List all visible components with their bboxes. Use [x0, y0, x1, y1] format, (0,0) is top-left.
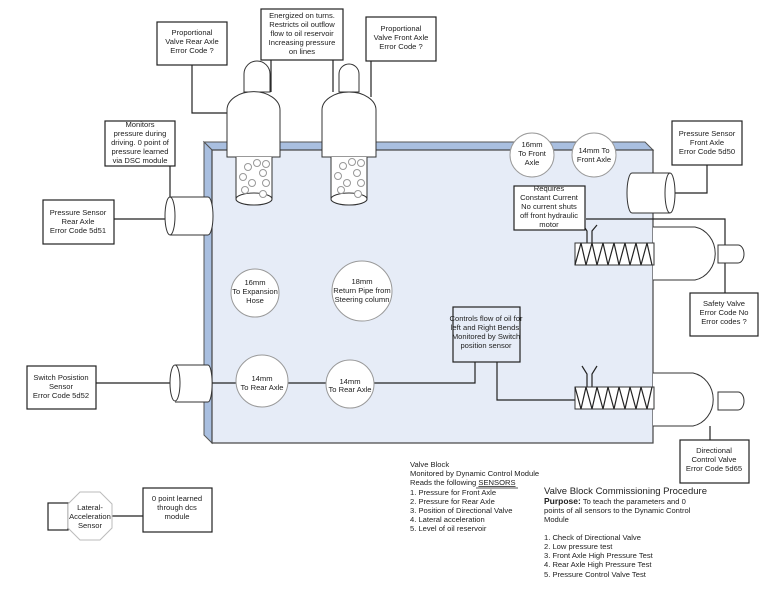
directional-valve: [574, 365, 745, 427]
svg-text:2. Low pressure test: 2. Low pressure test: [544, 542, 613, 551]
pressure-sensor-rear-cylinder: [164, 196, 214, 236]
svg-text:1. Pressure for Front Axle: 1. Pressure for Front Axle: [410, 488, 496, 497]
svg-text:2. Pressure for Rear Axle: 2. Pressure for Rear Axle: [410, 497, 495, 506]
oil-bubbles-icon: [334, 158, 365, 198]
proportional-valve-front: [321, 63, 377, 206]
svg-text:4. Rear Axle High Pressure Tes: 4. Rear Axle High Pressure Test: [544, 560, 652, 569]
svg-text:5. Pressure Control Valve Test: 5. Pressure Control Valve Test: [544, 570, 647, 579]
safety-valve: [574, 224, 745, 281]
valve-block-notes: Valve Block Monitored by Dynamic Control…: [410, 460, 539, 533]
commissioning-procedure: Valve Block Commissioning Procedure Purp…: [544, 486, 707, 579]
svg-text:5. Level of oil reservoir: 5. Level of oil reservoir: [410, 524, 487, 533]
svg-text:Valve Block Commissioning Proc: Valve Block Commissioning Procedure: [544, 486, 707, 497]
svg-text:Purpose: To teach the paramete: Purpose: To teach the parameters and 0: [544, 496, 686, 506]
switch-position-sensor-cylinder: [169, 364, 213, 403]
svg-text:4. Lateral acceleration: 4. Lateral acceleration: [410, 515, 485, 524]
label-energized: Energized on turns.Restricts oil outflow…: [260, 8, 344, 61]
svg-text:Reads the following SENSORS: Reads the following SENSORS: [410, 478, 516, 487]
svg-text:3. Position of Directional Val: 3. Position of Directional Valve: [410, 506, 512, 515]
svg-text:3. Front Axle High Pressure Te: 3. Front Axle High Pressure Test: [544, 551, 654, 560]
svg-text:Module: Module: [544, 515, 569, 524]
svg-text:Energized on turns.Restricts o: Energized on turns.Restricts oil outflow…: [269, 11, 336, 56]
svg-text:points of all sensors to the D: points of all sensors to the Dynamic Con…: [544, 506, 691, 515]
svg-text:Valve Block: Valve Block: [410, 460, 449, 469]
proportional-valve-rear: [226, 60, 281, 206]
svg-text:1. Check of Directional Valve: 1. Check of Directional Valve: [544, 533, 641, 542]
pressure-sensor-front-cylinder: [626, 172, 676, 214]
oil-bubbles-icon: [239, 159, 270, 198]
svg-text:Monitored by Dynamic Control M: Monitored by Dynamic Control Module: [410, 469, 539, 478]
